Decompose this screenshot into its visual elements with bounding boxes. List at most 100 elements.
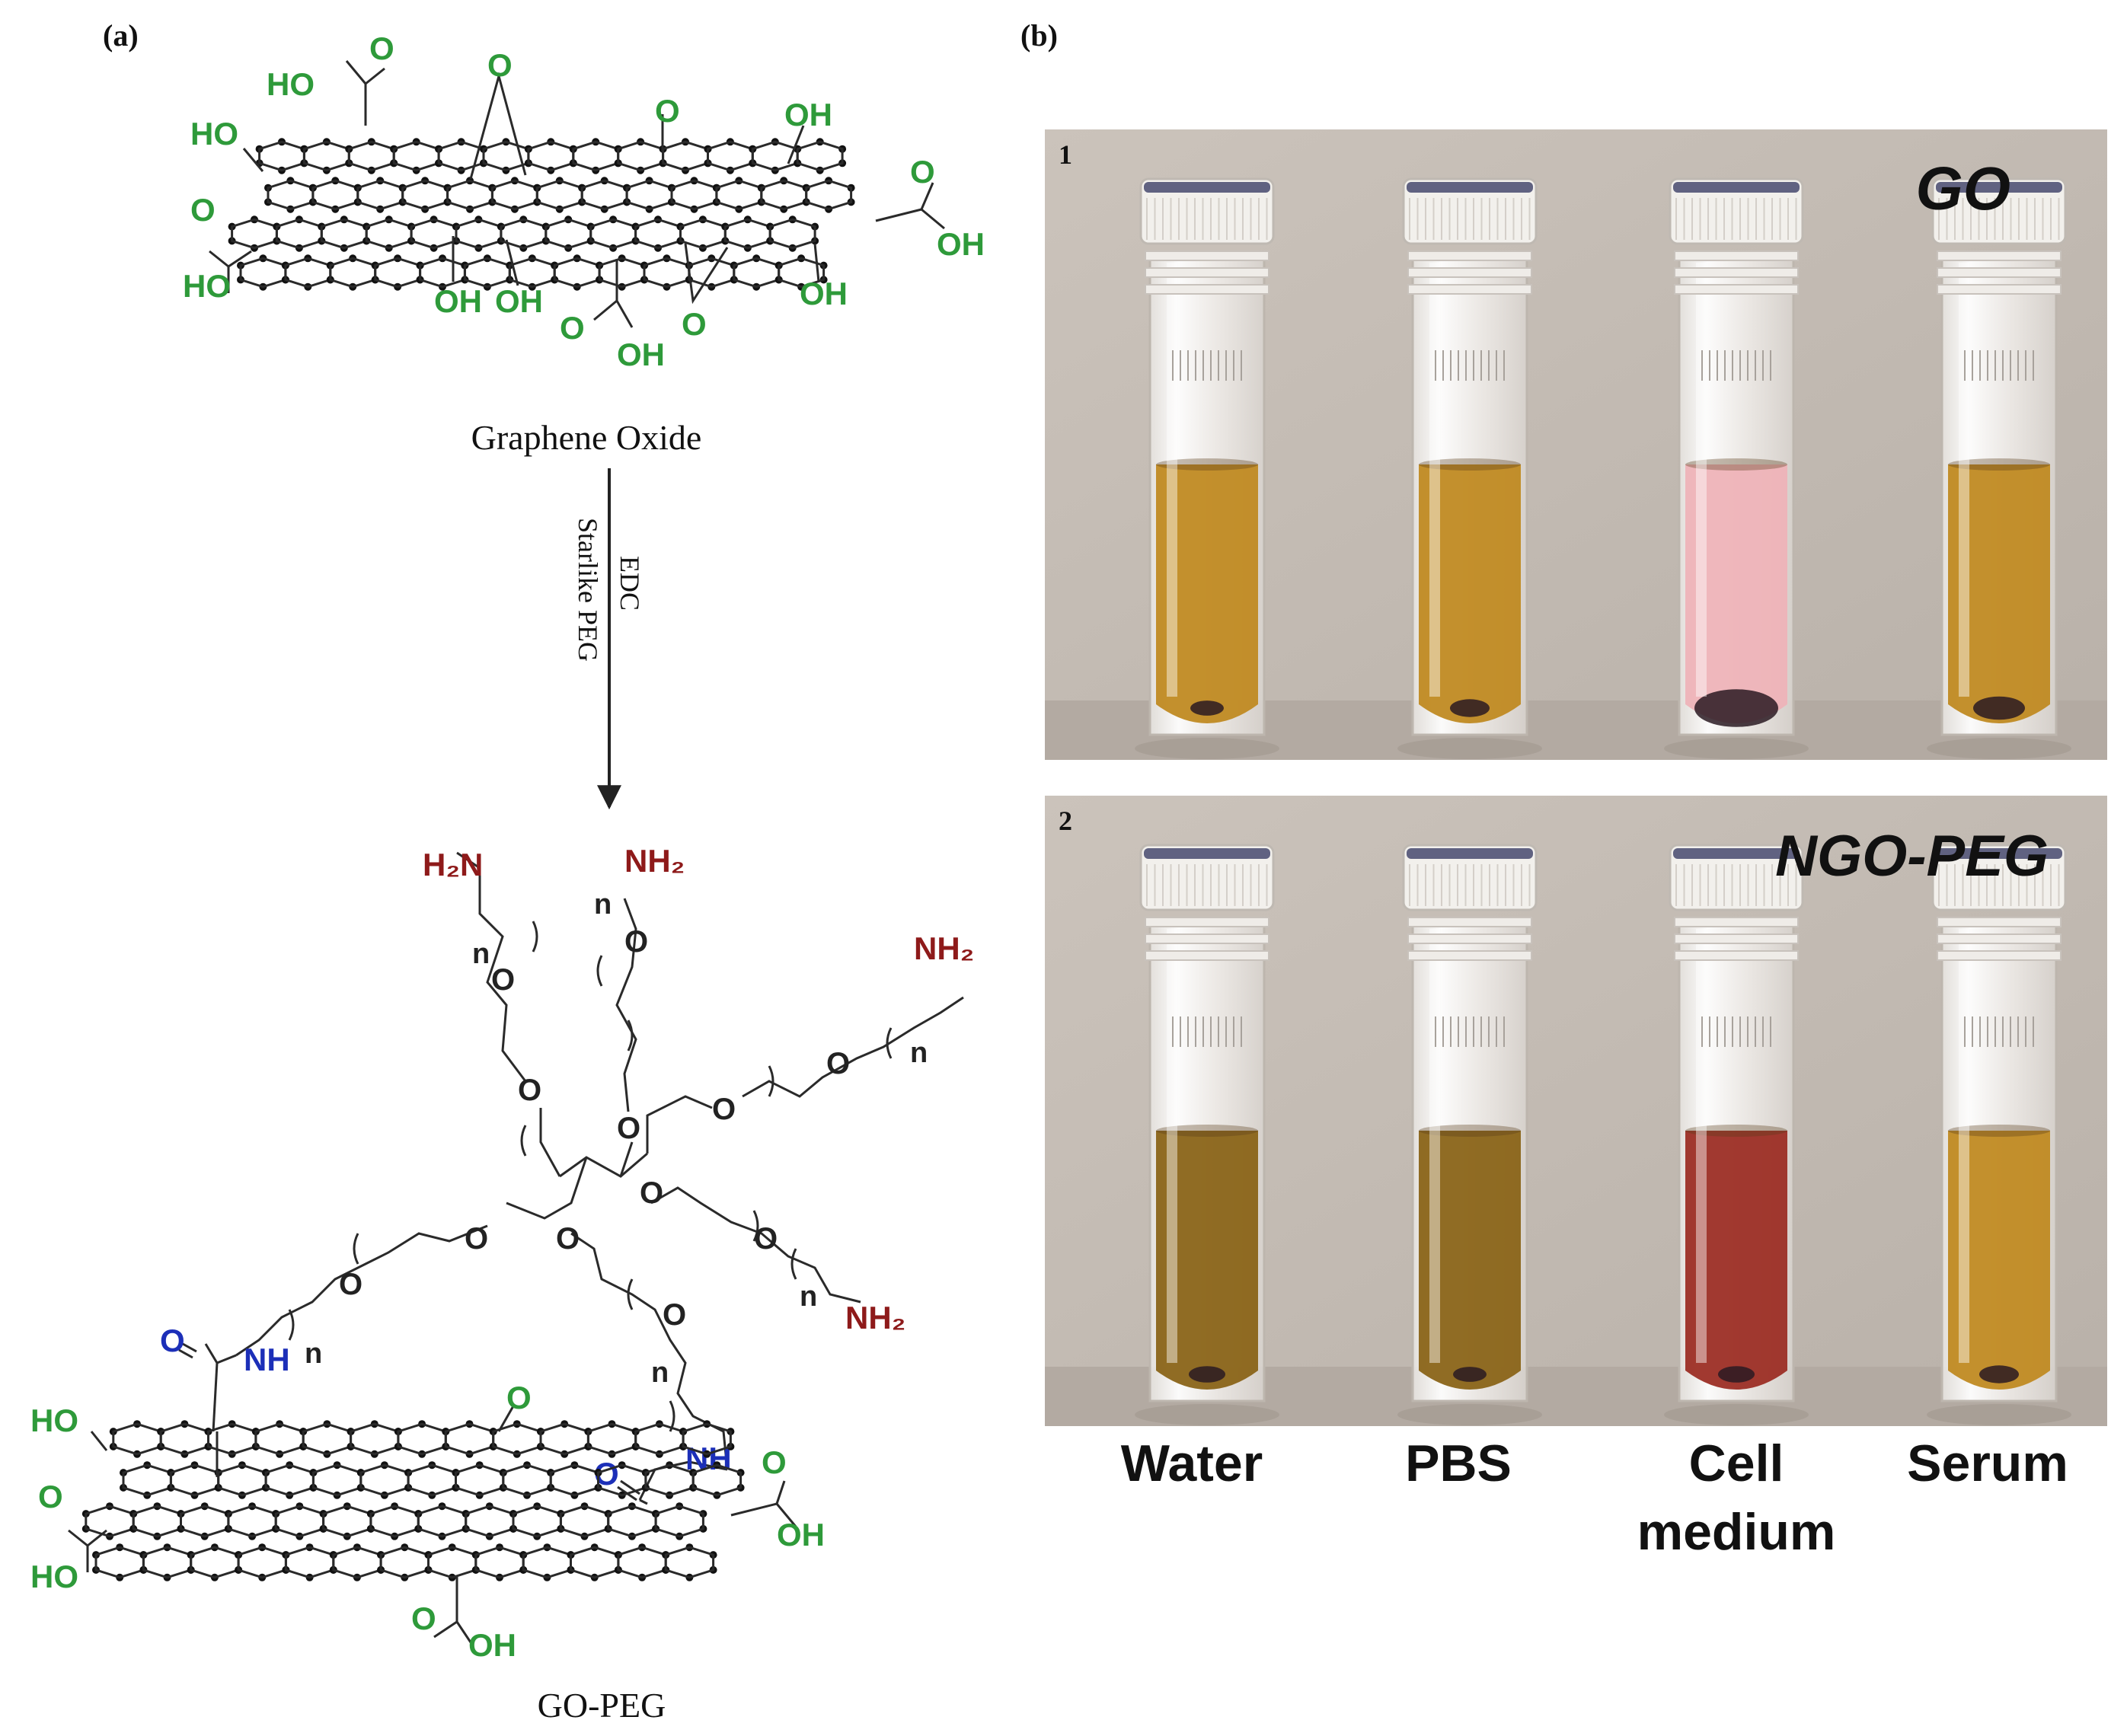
go-ring: [778, 257, 826, 289]
reagent-starlike-peg: Starlike PEG: [573, 518, 603, 662]
go-ring: [329, 257, 377, 289]
go-ring: [796, 140, 844, 172]
gopeg-ring: [85, 1505, 135, 1538]
gopeg-ring: [634, 1422, 685, 1456]
gopeg-ring: [132, 1505, 182, 1538]
go-ring: [311, 179, 359, 211]
gopeg-ring: [474, 1546, 525, 1579]
go-group-10: HO: [183, 268, 231, 304]
gopeg-ring: [682, 1422, 732, 1456]
peg-o-2: O: [617, 1112, 640, 1145]
vial-sediment: [1979, 1365, 2019, 1383]
vial-liquid: [1156, 464, 1258, 723]
peg-amide-labels: O NH O NH: [160, 1323, 732, 1492]
gopeg-ring: [502, 1463, 552, 1497]
go-group-12: OH: [495, 283, 543, 319]
gopeg-ring: [427, 1546, 477, 1579]
vial-liquid: [1948, 464, 2050, 723]
gopeg-ring: [522, 1546, 572, 1579]
go-ring: [670, 179, 718, 211]
gopeg-ring: [169, 1463, 220, 1497]
go-ring: [707, 140, 754, 172]
gopeg-ring: [112, 1422, 162, 1456]
gopeg-ring: [444, 1422, 495, 1456]
amine-1: H₂N: [423, 847, 483, 882]
peg-o-1: O: [518, 1074, 541, 1107]
vial-sediment: [1973, 696, 2025, 720]
category-medium: medium: [1637, 1503, 1836, 1561]
go-ring: [302, 140, 350, 172]
vial-cap: [1931, 177, 2067, 245]
go-ring: [625, 179, 673, 211]
go-ring: [482, 140, 530, 172]
gopeg-ring: [264, 1463, 315, 1497]
category-serum: Serum: [1907, 1434, 2068, 1492]
photo-go-title: GO: [1916, 155, 2010, 222]
go-group-8: O: [190, 192, 216, 228]
vial-3: [1664, 844, 1809, 1425]
photo-go-index: 1: [1059, 139, 1072, 170]
peg-o-11: O: [663, 1298, 686, 1332]
go-group-1: HO: [190, 116, 238, 152]
go-ring: [490, 179, 538, 211]
vial-liquid: [1685, 1131, 1787, 1390]
amide-nh-left: NH: [244, 1342, 290, 1377]
gopeg-ring: [512, 1505, 562, 1538]
go-group-11: OH: [434, 283, 482, 319]
photo-go-tubes: [1135, 177, 2071, 759]
go-peg-structure: HO O HO O O OH O OH: [30, 1380, 825, 1663]
gopeg-ring: [379, 1546, 430, 1579]
gopeg-ring: [369, 1505, 420, 1538]
peg-o-10: O: [754, 1222, 778, 1256]
graphene-oxide-lattice: [228, 138, 855, 291]
gopeg-ring: [190, 1546, 240, 1579]
vial-cap: [1931, 844, 2067, 911]
go-ring: [446, 179, 493, 211]
go-ring: [598, 257, 646, 289]
peg-n-2: n: [594, 889, 612, 921]
peg-n-3: n: [910, 1037, 928, 1069]
go-ring: [410, 218, 458, 250]
vial-cap: [1669, 177, 1804, 245]
graphene-oxide-structure: HO O O O OH HO O O OH HO OH OH OH O OH O…: [183, 30, 985, 372]
gopeg-ring: [539, 1422, 589, 1456]
go-group-16: O: [682, 306, 707, 342]
gopeg-ring: [159, 1422, 209, 1456]
gopeg-ring: [455, 1463, 505, 1497]
peg-o-12: O: [339, 1268, 362, 1301]
peg-n-6: n: [305, 1338, 322, 1370]
go-ring: [617, 140, 665, 172]
vial-liquid: [1685, 464, 1787, 723]
graphene-oxide-bonds: [209, 60, 945, 328]
gopeg-ring: [397, 1422, 447, 1456]
gopeg-ring: [284, 1546, 335, 1579]
gopeg-ring: [350, 1422, 400, 1456]
go-group-14: O: [560, 310, 585, 346]
vial-1: [1135, 177, 1279, 759]
go-ring: [643, 257, 691, 289]
go-ring: [284, 257, 332, 289]
vial-4: [1927, 177, 2071, 759]
gopeg-group-4: O: [38, 1479, 63, 1514]
go-ring: [768, 218, 816, 250]
photo-ngo-peg-index: 2: [1059, 806, 1072, 836]
vial-4: [1927, 844, 2071, 1425]
vial-3: [1664, 177, 1809, 759]
gopeg-group-7: O: [411, 1600, 436, 1636]
starlike-peg-structure: O O O O O O O O O O O O n n n n n n: [160, 843, 974, 1501]
go-ring: [374, 257, 422, 289]
go-ring: [662, 140, 709, 172]
go-ring: [572, 140, 620, 172]
reaction-arrow: EDC Starlike PEG: [573, 468, 645, 810]
go-ring: [392, 140, 440, 172]
gopeg-ring: [570, 1546, 620, 1579]
gopeg-ring: [302, 1422, 353, 1456]
peg-o-5: O: [465, 1222, 488, 1256]
panel-b-label-text: (b): [1020, 18, 1058, 53]
category-labels: Water PBS Cell medium Serum: [1121, 1434, 2068, 1561]
gopeg-group-8: OH: [468, 1627, 516, 1663]
vial-sediment: [1190, 700, 1224, 716]
gopeg-ring: [217, 1463, 267, 1497]
gopeg-ring: [654, 1505, 704, 1538]
amide-o-left: O: [160, 1323, 185, 1358]
